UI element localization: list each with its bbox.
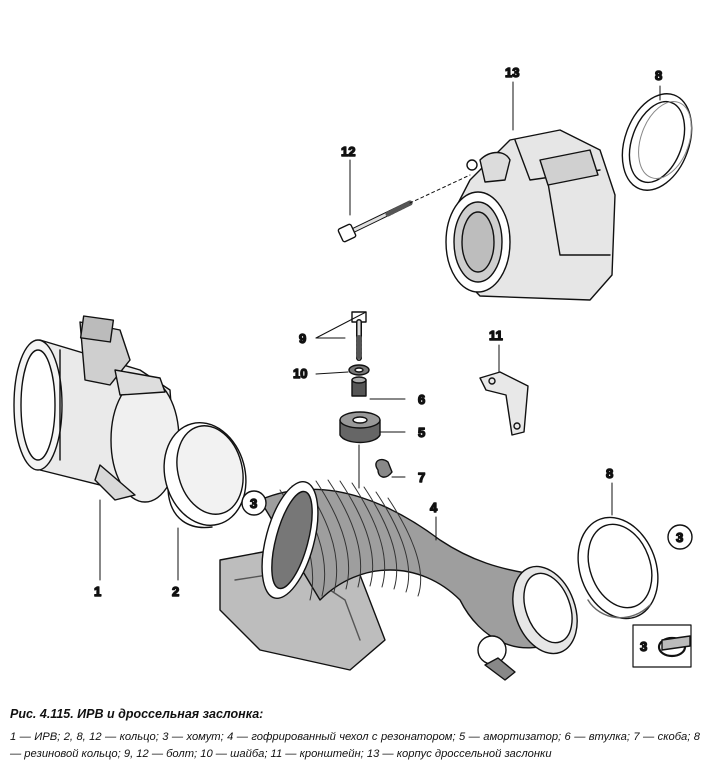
callout-3c: 3: [640, 639, 647, 654]
callout-10: 10: [293, 366, 307, 381]
throttle-body-part: [445, 129, 616, 301]
callout-3b-circle: [667, 524, 693, 550]
washer-10-part: [348, 364, 370, 376]
ring-2-part: [163, 422, 247, 529]
callout-12: 12: [341, 144, 355, 159]
clip-7-part: [375, 458, 393, 478]
callout-13: 13: [505, 65, 519, 80]
rubber-ring-top-part: [621, 93, 693, 191]
corrugated-boot-part: [219, 479, 578, 681]
caption-title: Рис. 4.115. ИРВ и дроссельная заслонка:: [10, 707, 264, 721]
callout-1: 1: [94, 584, 101, 599]
bolt-12-part: [337, 174, 471, 243]
callout-4: 4: [430, 500, 438, 515]
exploded-diagram: 1 2 3 3 3 4 5 6 7 8 8 9 10 11 12 13: [13, 64, 693, 681]
figure-caption: Рис. 4.115. ИРВ и дроссельная заслонка: …: [10, 707, 700, 763]
callout-8b: 8: [606, 466, 613, 481]
callout-11: 11: [489, 328, 503, 343]
callout-3a-circle: [241, 490, 267, 516]
callout-6: 6: [418, 392, 425, 407]
callout-labels: 1 2 3 3 3 4 5 6 7 8 8 9 10 11 12 13: [93, 64, 693, 655]
callout-3a: 3: [250, 496, 257, 511]
callout-3b: 3: [676, 530, 683, 545]
callout-9: 9: [299, 331, 306, 346]
bolt-9-part: [351, 311, 367, 361]
callout-2: 2: [172, 584, 179, 599]
callout-7: 7: [418, 470, 425, 485]
bushing-6-part: [351, 376, 367, 397]
clamp-inset: [632, 624, 692, 668]
damper-5-part: [339, 411, 381, 444]
air-mass-meter-part: [13, 315, 180, 503]
leader-lines: [99, 81, 661, 581]
callout-8a: 8: [655, 68, 662, 83]
rubber-ring-bottom-part: [577, 516, 659, 620]
callout-5: 5: [418, 425, 425, 440]
caption-legend: 1 — ИРВ; 2, 8, 12 — кольцо; 3 — хомут; 4…: [10, 731, 700, 760]
bracket-11-part: [479, 371, 529, 436]
